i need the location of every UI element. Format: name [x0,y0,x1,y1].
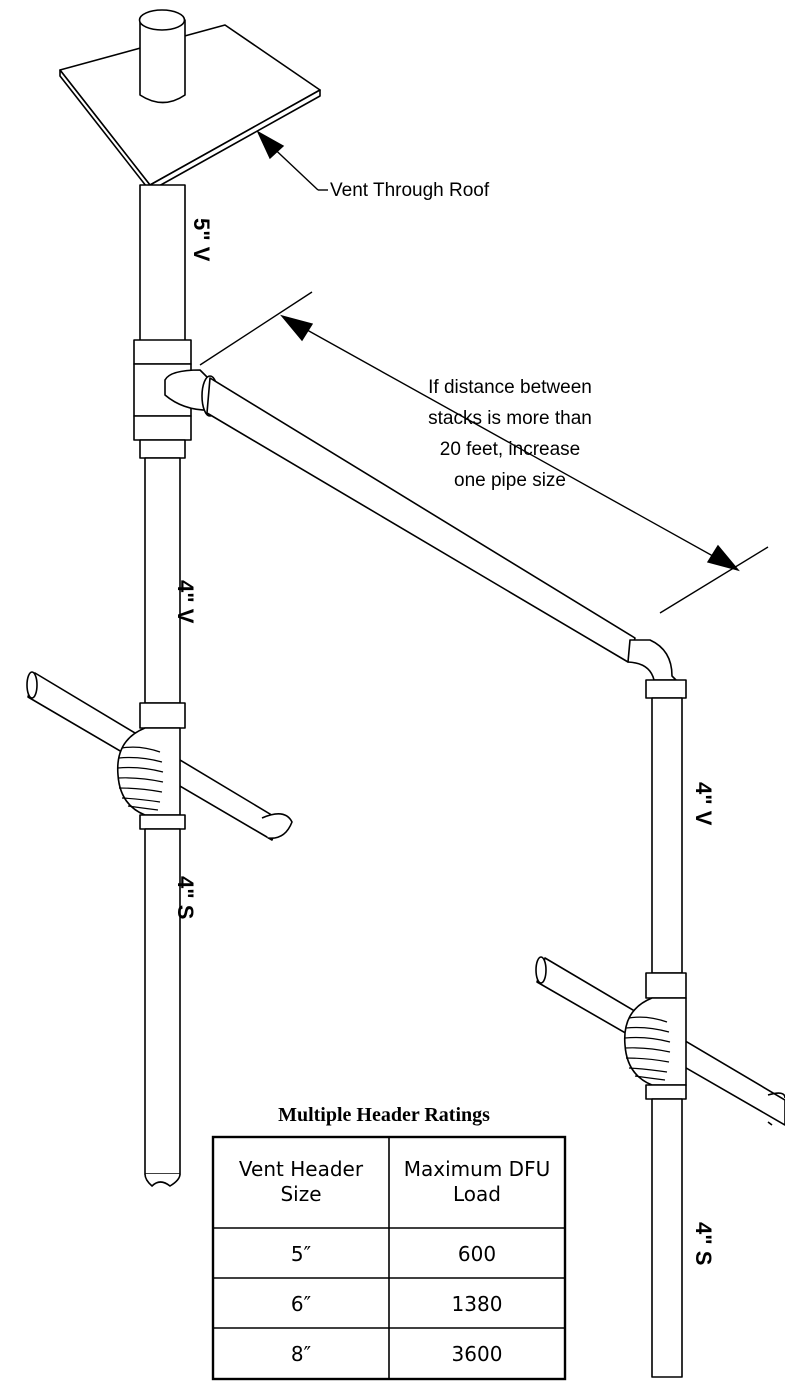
cell-load: 3600 [452,1342,503,1366]
vent-tee-fitting [133,363,219,459]
cell-size: 5″ [291,1242,311,1266]
cell-size: 6″ [291,1292,311,1316]
header-ratings-table: Multiple Header Ratings Vent Header Size… [211,1104,567,1381]
pipe-label-top-vent: 5" V [189,218,214,262]
roof-plate [59,24,321,192]
right-stack-soil [651,1098,683,1378]
header-max-dfu-line2: Load [453,1182,501,1206]
cell-load: 1380 [452,1292,503,1316]
note-line-4: one pipe size [454,470,566,491]
cell-load: 600 [458,1242,496,1266]
vent-through-roof-label: Vent Through Roof [330,180,490,201]
left-stack-soil [144,828,181,1187]
note-line-3: 20 feet, increase [440,439,580,460]
right-stack-vent [645,697,687,999]
distance-note: If distance between stacks is more than … [428,377,592,491]
note-line-1: If distance between [428,377,592,398]
pipe-label-left-soil: 4" S [173,876,198,919]
table-row: 8″ 3600 [291,1342,503,1366]
header-vent-size-line2: Size [280,1182,321,1206]
pipe-label-left-vent: 4" V [173,580,198,624]
table-header-row: Vent Header Size Maximum DFU Load [239,1157,550,1206]
note-line-2: stacks is more than [428,408,592,429]
vent-header-pipe [206,377,687,699]
left-stack-upper-vent [133,184,192,365]
cell-size: 8″ [291,1342,311,1366]
roof-leader-arrow [256,130,285,160]
table-row: 5″ 600 [291,1242,496,1266]
roof-stub [138,9,186,104]
left-sanitary-tee [116,727,186,830]
pipe-label-right-soil: 4" S [691,1222,716,1265]
header-max-dfu-line1: Maximum DFU [404,1157,550,1181]
right-sanitary-tee [623,997,687,1100]
pipe-label-right-vent: 4" V [691,782,716,826]
table-title: Multiple Header Ratings [278,1104,490,1126]
table-row: 6″ 1380 [291,1292,503,1316]
dimension-arrow-start [280,314,314,342]
left-stack-lower-vent [139,457,186,729]
header-vent-size-line1: Vent Header [239,1157,364,1181]
dimension-arrow-end [706,544,740,572]
dimension-lines [199,291,769,614]
